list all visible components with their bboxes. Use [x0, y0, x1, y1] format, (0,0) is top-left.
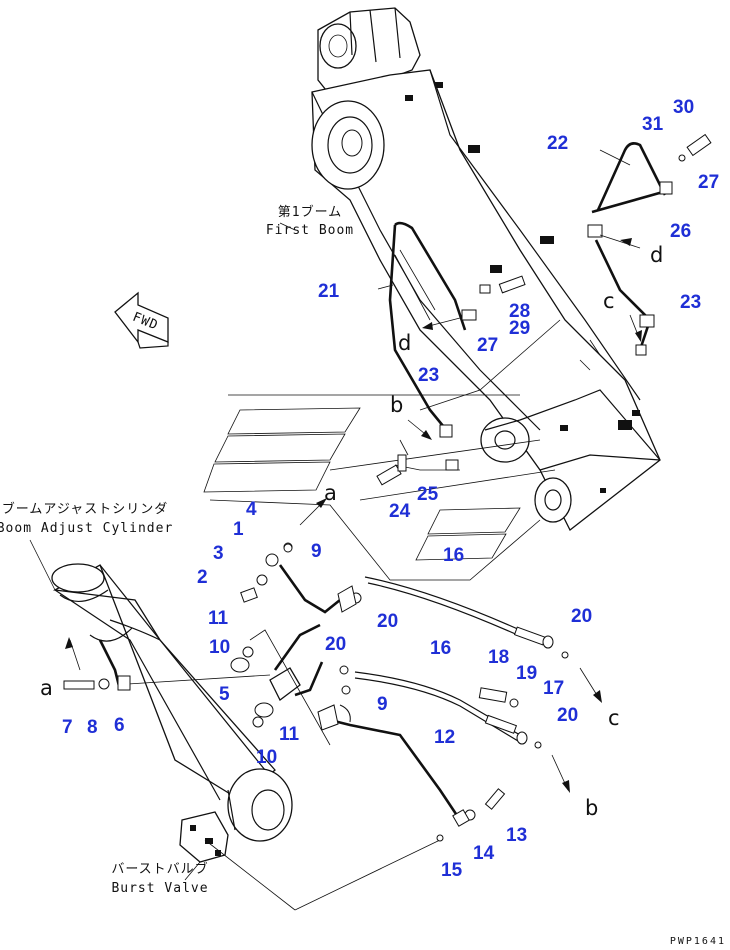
callout-16: 16: [430, 638, 451, 659]
ref-letter-c: c: [608, 706, 620, 730]
boom-adjust-cylinder: [51, 563, 293, 863]
callout-21: 21: [318, 281, 340, 302]
ref-letter-d: d: [398, 331, 411, 355]
callout-1: 1: [233, 519, 244, 540]
ref-letter-a: a: [324, 481, 337, 505]
leader-lines: [29, 149, 631, 881]
ref-letter-a: a: [40, 676, 53, 700]
fwd-arrow: FWD: [114, 291, 169, 349]
callout-27: 27: [698, 172, 719, 193]
first-boom-label-en: First Boom: [266, 223, 354, 238]
callout-9: 9: [377, 694, 388, 715]
callout-4: 4: [246, 499, 257, 520]
callout-20: 20: [377, 611, 398, 632]
callout-19: 19: [516, 663, 537, 684]
callout-12: 12: [434, 727, 455, 748]
callout-11: 11: [208, 608, 229, 629]
callout-10: 10: [256, 747, 277, 768]
callout-8: 8: [87, 717, 98, 738]
callout-9: 9: [311, 541, 322, 562]
callout-31: 31: [642, 114, 664, 135]
ref-letter-c: c: [603, 289, 615, 313]
callout-29: 29: [509, 318, 530, 339]
cylinder-label-en: Boom Adjust Cylinder: [0, 521, 173, 536]
ref-letter-b: b: [390, 393, 403, 417]
ref-letter-d: d: [650, 243, 663, 267]
reference-arrows: [65, 234, 642, 793]
callout-27: 27: [477, 335, 498, 356]
callout-25: 25: [417, 484, 439, 505]
callout-15: 15: [441, 860, 463, 881]
callout-24: 24: [389, 501, 411, 522]
callout-13: 13: [506, 825, 527, 846]
callout-22: 22: [547, 133, 568, 154]
callout-18: 18: [488, 647, 509, 668]
callout-17: 17: [543, 678, 564, 699]
ref-letter-b: b: [585, 796, 598, 820]
reference-letters: a a b b c c d d: [40, 243, 663, 820]
cylinder-label-jp: ブームアジャストシリンダ: [2, 501, 168, 517]
drawing-code: PWP1641: [670, 936, 726, 947]
callout-20: 20: [557, 705, 578, 726]
callout-26: 26: [670, 221, 691, 242]
callout-28: 28: [509, 301, 530, 322]
first-boom-label-jp: 第1ブーム: [278, 204, 342, 220]
part-callouts: 1 2 3 4 5 6 7 8 9 9 10 10 11 11 12 13 14…: [62, 97, 719, 881]
valve-label-en: Burst Valve: [111, 881, 208, 896]
pipes-and-hoses: [63, 133, 712, 911]
callout-20: 20: [571, 606, 592, 627]
callout-11: 11: [279, 724, 300, 745]
first-boom: [311, 7, 661, 531]
callout-5: 5: [219, 684, 230, 705]
callout-23: 23: [680, 292, 701, 313]
callout-2: 2: [197, 567, 208, 588]
name-labels: 第1ブーム First Boom ブームアジャストシリンダ Boom Adjus…: [0, 204, 726, 947]
callout-16: 16: [443, 545, 464, 566]
guide-blocks: [203, 394, 556, 581]
callout-10: 10: [209, 637, 230, 658]
valve-label-jp: バーストバルブ: [111, 861, 208, 877]
callout-14: 14: [473, 843, 495, 864]
callout-6: 6: [114, 715, 125, 736]
callout-30: 30: [673, 97, 694, 118]
callout-3: 3: [213, 543, 224, 564]
callout-7: 7: [62, 717, 73, 738]
callout-23: 23: [418, 365, 439, 386]
callout-20: 20: [325, 634, 346, 655]
